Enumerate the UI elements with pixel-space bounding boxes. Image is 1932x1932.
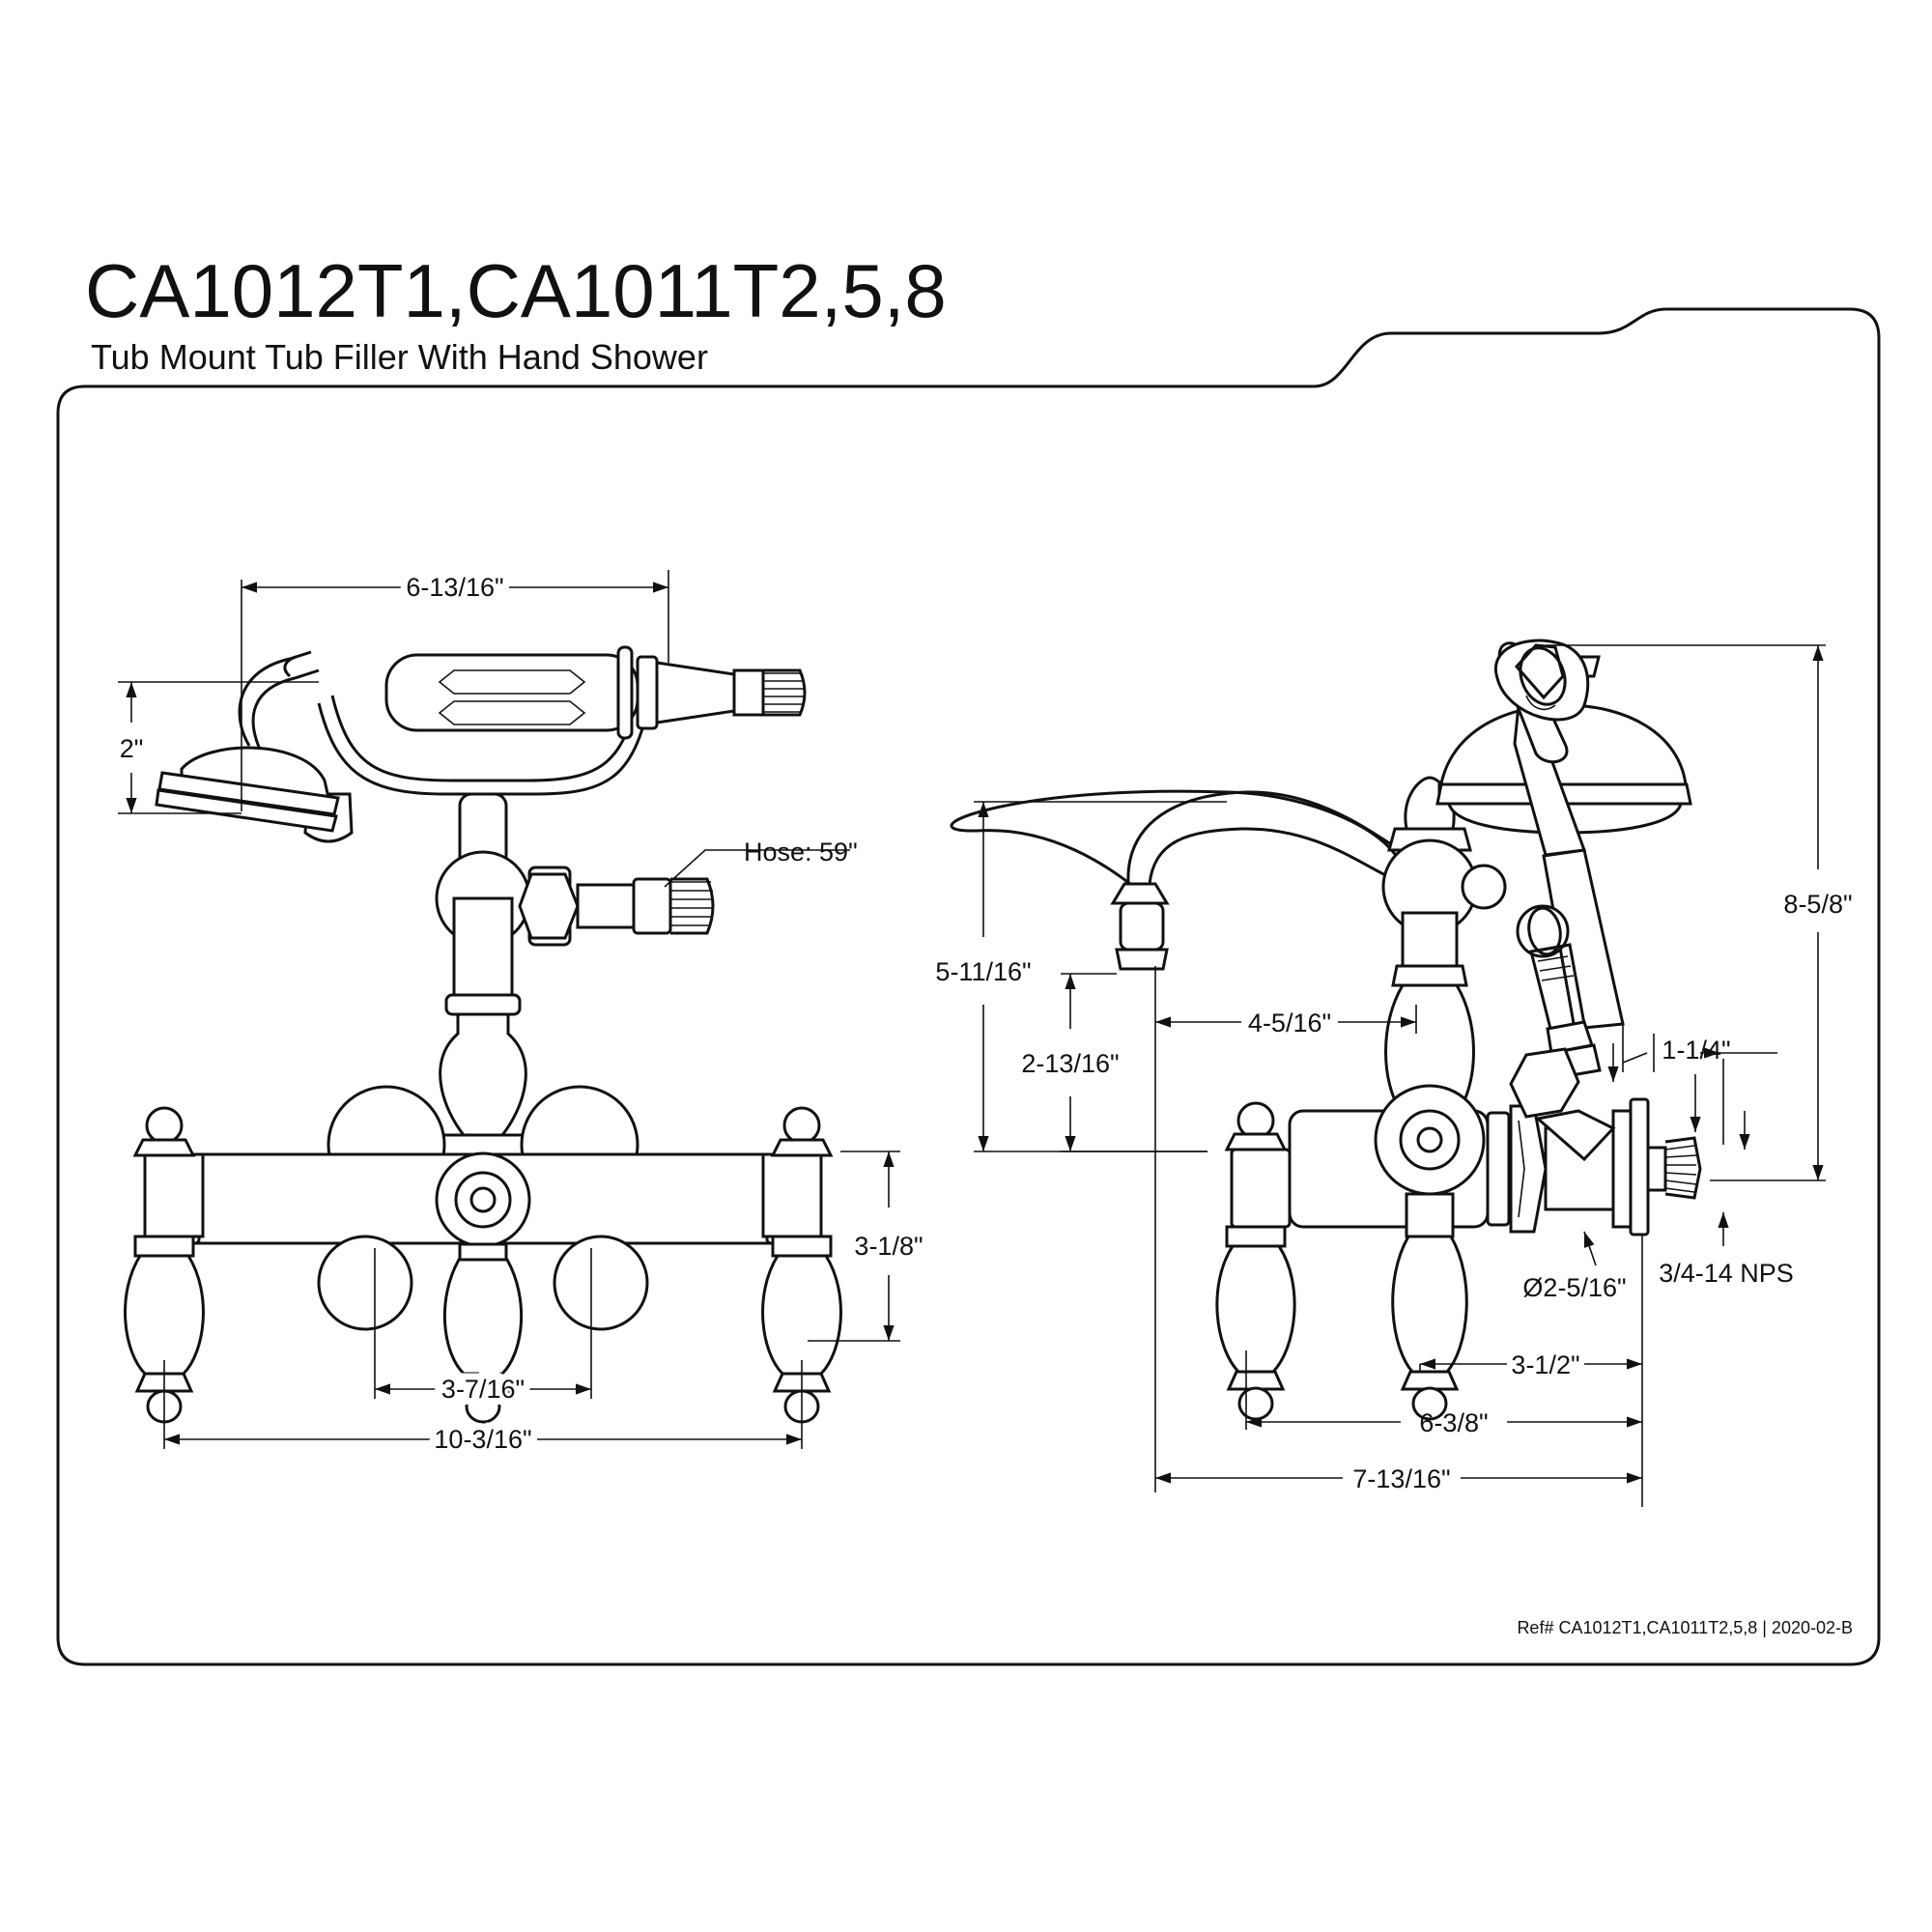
dim-spout-height: 5-11/16" <box>935 957 1031 986</box>
riser-and-hose-outlet <box>435 792 715 1016</box>
dim-handle-span: 6-3/8" <box>1419 1408 1488 1437</box>
dim-center-spacing: 3-7/16" <box>441 1375 525 1404</box>
dim-handle-to-wall: 3-1/2" <box>1511 1350 1579 1379</box>
dim-nipple-length: 1-1/4" <box>1662 1036 1730 1065</box>
page-subtitle: Tub Mount Tub Filler With Hand Shower <box>91 337 708 377</box>
dim-shower-width: 6-13/16" <box>406 573 503 602</box>
dim-overall-height: 8-5/8" <box>1783 890 1852 919</box>
spout-side <box>950 789 1403 971</box>
hand-shower-side <box>1435 639 1692 1162</box>
handles-side <box>1215 1101 1468 1421</box>
page-title: CA1012T1,CA1011T2,5,8 <box>85 248 947 333</box>
drawing-frame <box>56 307 1881 1666</box>
dim-spout-to-wall: 7-13/16" <box>1352 1464 1450 1493</box>
mixer-body-front <box>186 1012 780 1331</box>
side-dimensions: 8-5/8" 5-11/16" 2-13/16" 4-5/16" 1-1/4" … <box>928 644 1853 1507</box>
hose-label: Hose: 59" <box>744 838 858 867</box>
dim-overall-width: 10-3/16" <box>434 1425 531 1454</box>
front-view: 6-13/16" 2" Hose: 59" 3-1/8" 3-7/16" 10-… <box>118 566 923 1461</box>
shower-handle-front <box>384 645 807 740</box>
front-dimensions: 6-13/16" 2" Hose: 59" 3-1/8" 3-7/16" 10-… <box>118 566 923 1461</box>
shower-head-front <box>155 746 340 833</box>
reference-footer: Ref# CA1012T1,CA1011T2,5,8 | 2020-02-B <box>1517 1618 1853 1637</box>
dim-flange-diameter: Ø2-5/16" <box>1522 1273 1626 1302</box>
valve-side <box>1288 776 1702 1236</box>
dim-shower-height: 2" <box>120 734 144 763</box>
side-view: 8-5/8" 5-11/16" 2-13/16" 4-5/16" 1-1/4" … <box>928 639 1853 1507</box>
dim-handle-height: 3-1/8" <box>854 1232 923 1261</box>
dim-spout-clearance: 2-13/16" <box>1021 1049 1119 1078</box>
dim-spout-reach: 4-5/16" <box>1248 1009 1331 1037</box>
dim-thread: 3/4-14 NPS <box>1659 1259 1794 1288</box>
